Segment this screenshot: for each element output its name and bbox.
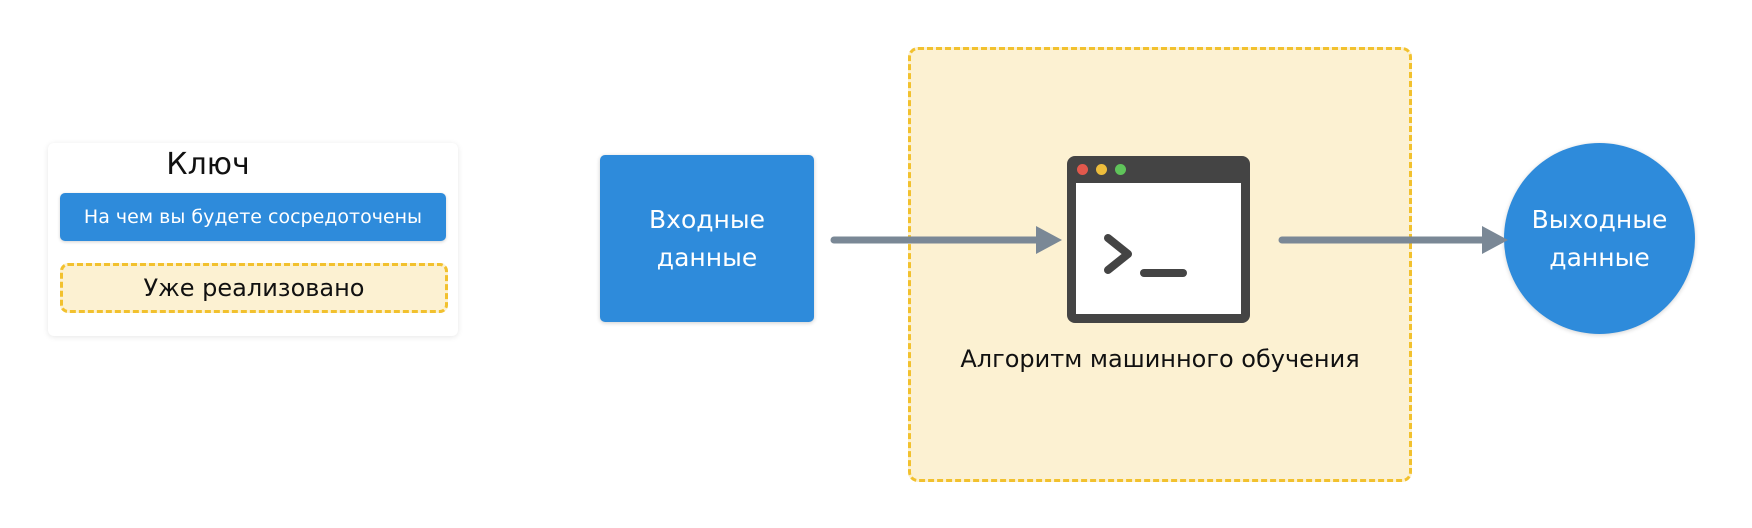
- legend-implemented-swatch: Уже реализовано: [60, 263, 448, 313]
- output-data-label-line1: Выходные: [1531, 204, 1668, 234]
- input-data-label-line2: данные: [656, 242, 758, 272]
- arrow-input-to-algorithm: [830, 226, 1062, 254]
- legend-title: Ключ: [166, 147, 250, 182]
- arrow-algorithm-to-output: [1278, 226, 1508, 254]
- legend: Ключ На чем вы будете сосредоточены Уже …: [48, 143, 458, 336]
- window-close-dot-icon: [1077, 164, 1088, 175]
- legend-focus-swatch: На чем вы будете сосредоточены: [60, 193, 446, 241]
- output-data-label-line2: данные: [1549, 242, 1650, 272]
- terminal-icon: [1067, 156, 1250, 323]
- output-data-node: Выходные данные: [1504, 143, 1695, 334]
- input-data-node: Входные данные: [600, 155, 814, 322]
- window-maximize-dot-icon: [1115, 164, 1126, 175]
- prompt-icon: [1104, 234, 1187, 277]
- input-data-label-line1: Входные: [649, 204, 765, 234]
- window-minimize-dot-icon: [1096, 164, 1107, 175]
- terminal-screen: [1076, 183, 1241, 314]
- algorithm-label: Алгоритм машинного обучения: [960, 345, 1360, 373]
